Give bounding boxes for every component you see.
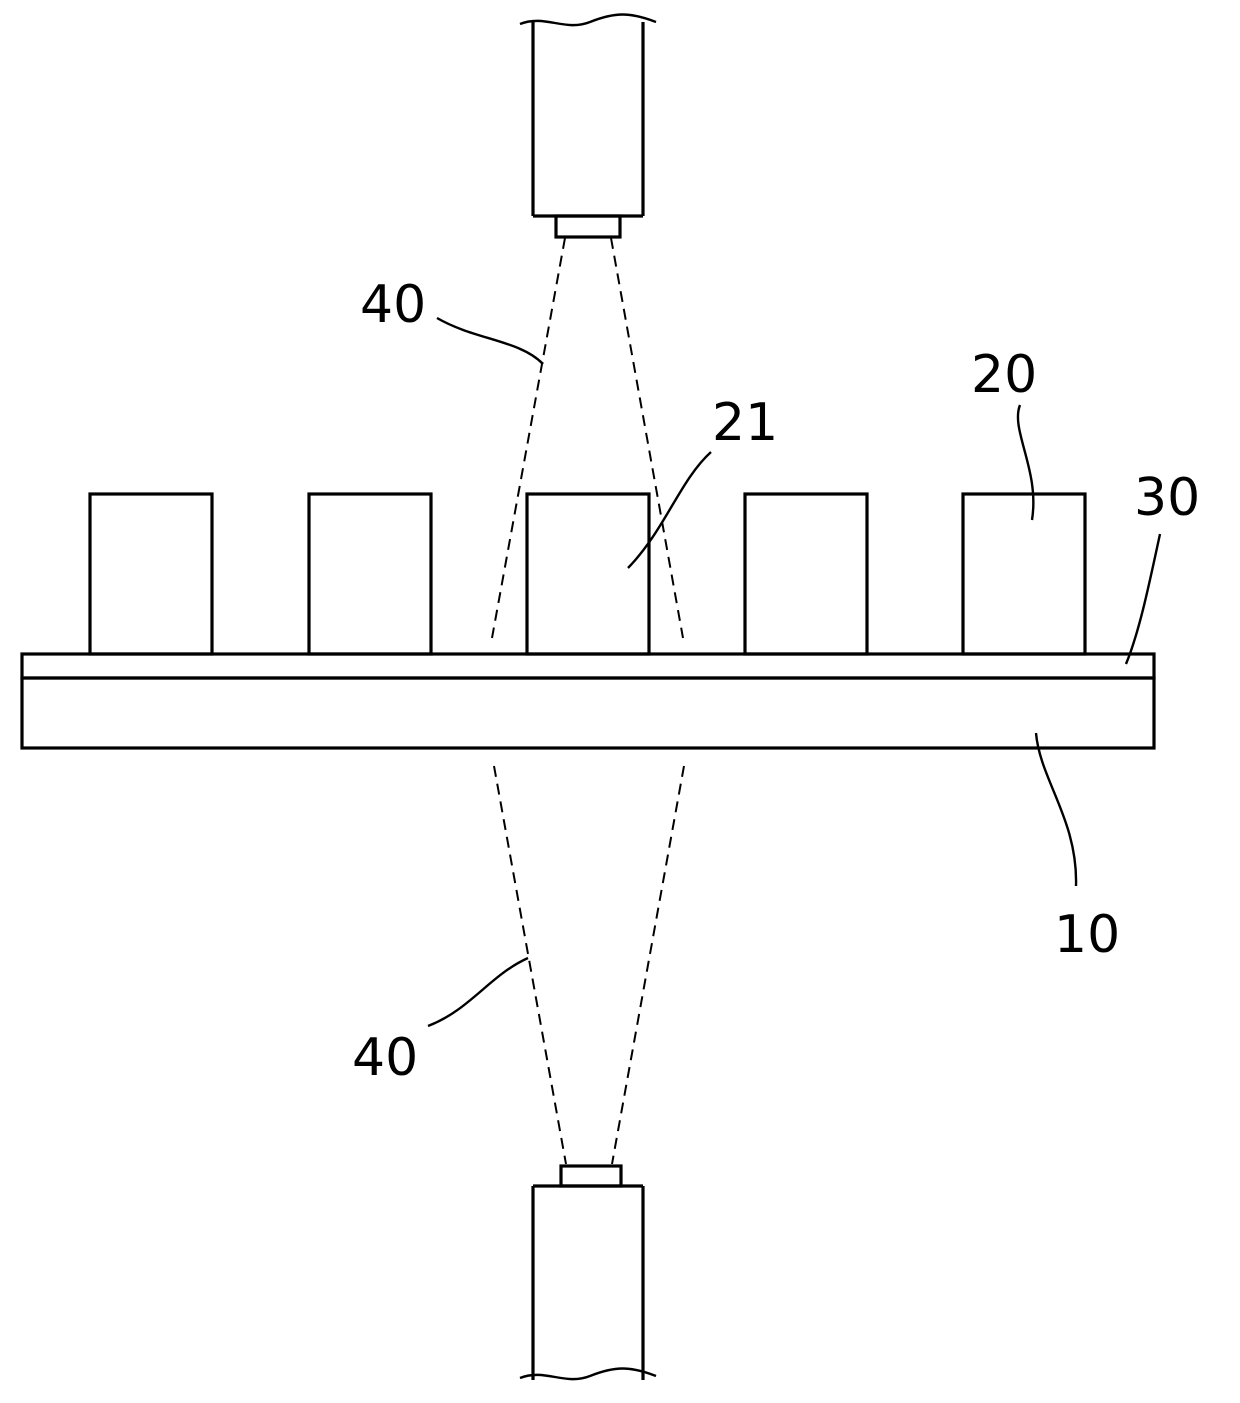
tape-layer	[22, 654, 1154, 678]
bottom-camera-break-line	[520, 1369, 656, 1380]
bottom-camera-body	[533, 1186, 643, 1380]
leader-line-20	[1018, 405, 1033, 520]
leader-line-21	[628, 452, 711, 568]
chip-1	[90, 494, 212, 654]
leader-line-30	[1126, 534, 1160, 664]
leader-line-10	[1036, 733, 1076, 886]
chip-row	[90, 494, 1085, 654]
chip-5	[963, 494, 1085, 654]
label-21: 21	[712, 393, 778, 453]
bottom-camera	[520, 1166, 656, 1380]
chip-4	[745, 494, 867, 654]
bottom-beam	[494, 766, 684, 1164]
leader-line-40-bottom	[428, 958, 528, 1026]
top-camera-break-line	[520, 15, 656, 26]
top-beam	[492, 238, 683, 638]
label-30: 30	[1134, 468, 1200, 528]
top-camera	[520, 15, 656, 238]
label-20: 20	[971, 345, 1037, 405]
bottom-camera-lens	[561, 1166, 621, 1186]
top-camera-body	[533, 22, 643, 216]
leader-line-40-top	[437, 318, 543, 364]
top-camera-lens	[556, 216, 620, 237]
label-10: 10	[1054, 905, 1120, 965]
label-40-top: 40	[360, 275, 426, 335]
label-40-bottom: 40	[352, 1028, 418, 1088]
chip-2	[309, 494, 431, 654]
substrate	[22, 678, 1154, 748]
chip-3-target	[527, 494, 649, 654]
